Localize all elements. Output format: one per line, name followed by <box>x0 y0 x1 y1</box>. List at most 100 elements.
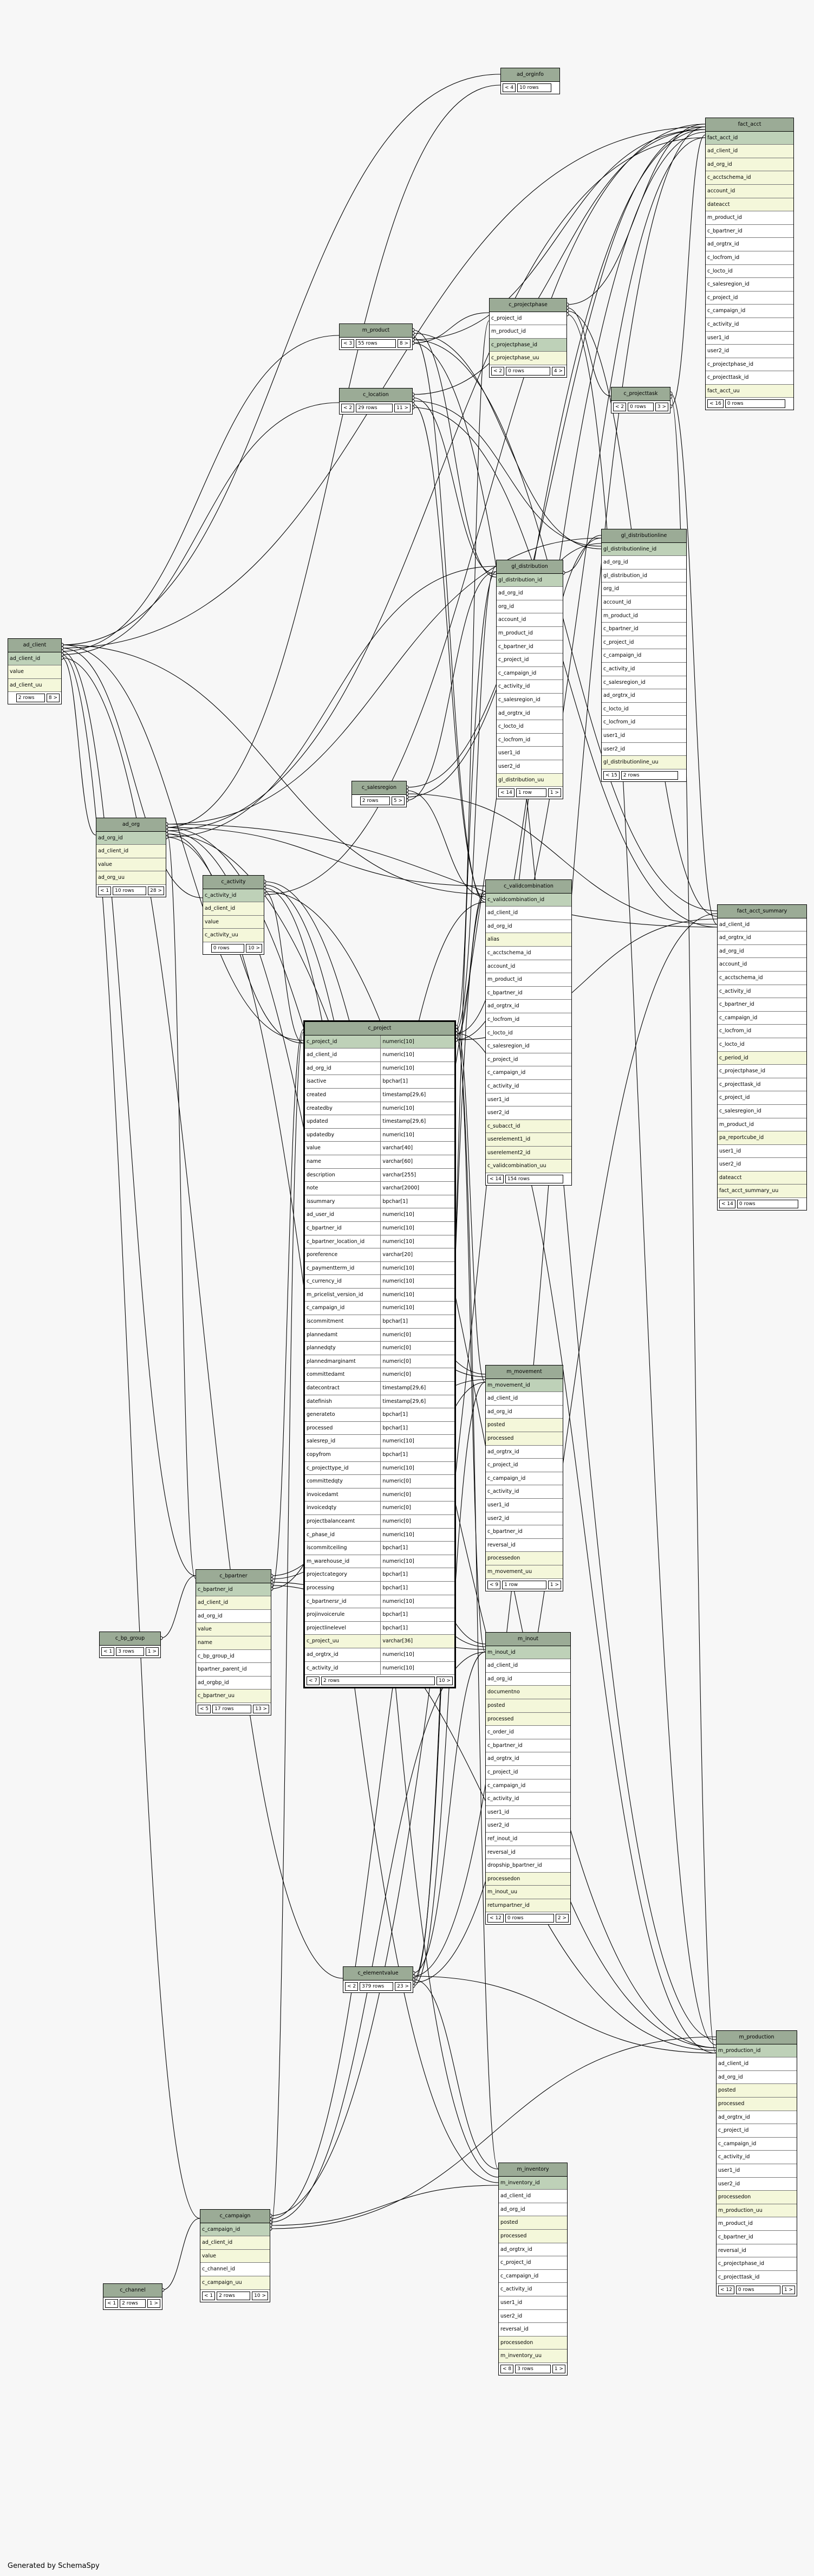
children-count[interactable]: 10 > <box>246 943 262 953</box>
table-title[interactable]: c_bp_group <box>100 1632 160 1646</box>
table-title[interactable]: c_elementvalue <box>343 1967 413 1980</box>
table-title[interactable]: m_product <box>340 324 412 338</box>
children-count[interactable]: 1 > <box>548 1580 561 1589</box>
parents-count[interactable]: < 16 <box>707 399 724 409</box>
column-type: numeric[10] <box>380 1048 453 1062</box>
children-count[interactable]: 8 > <box>397 339 411 348</box>
parents-count[interactable]: < 1 <box>101 1647 115 1656</box>
table-title[interactable]: c_validcombination <box>486 880 571 894</box>
table-title[interactable]: c_location <box>340 389 412 402</box>
parents-count[interactable]: < 9 <box>487 1580 501 1589</box>
parents-count[interactable]: < 14 <box>498 788 515 798</box>
parents-count[interactable]: < 15 <box>603 771 620 780</box>
children-count[interactable]: 3 > <box>655 402 668 411</box>
column-name: ad_client_id <box>487 1395 518 1402</box>
table-title[interactable]: c_salesregion <box>352 781 406 795</box>
parents-count[interactable]: < 1 <box>202 2291 216 2300</box>
column-name: c_projectphase_id <box>719 1068 766 1075</box>
parents-count[interactable]: < 8 <box>500 2364 514 2373</box>
table-title[interactable]: c_project <box>305 1022 454 1035</box>
parents-count[interactable]: < 2 <box>345 1982 359 1991</box>
column-name: invoicedamt <box>307 1491 338 1498</box>
parents-count[interactable]: < 12 <box>718 2286 734 2295</box>
children-count[interactable]: 10 > <box>437 1677 453 1686</box>
children-count[interactable]: 1 > <box>145 1647 159 1656</box>
column-type: numeric[10] <box>380 1435 453 1448</box>
children-count[interactable]: 8 > <box>46 694 60 703</box>
children-count[interactable]: 28 > <box>148 886 164 895</box>
children-count[interactable]: 10 > <box>252 2291 268 2300</box>
column-row: c_locfrom_id <box>497 733 563 747</box>
table-title[interactable]: ad_orginfo <box>501 68 559 82</box>
column-row: c_bpartner_id <box>602 623 686 636</box>
children-count[interactable]: 1 > <box>548 788 561 798</box>
table-title[interactable]: c_projecttask <box>611 387 670 401</box>
table-title[interactable]: m_movement <box>486 1365 563 1379</box>
table-title[interactable]: c_channel <box>103 2284 162 2297</box>
parents-count[interactable]: < 12 <box>487 1914 504 1923</box>
table-title[interactable]: c_projectphase <box>490 299 566 312</box>
table-title[interactable]: c_campaign <box>200 2210 270 2223</box>
children-count[interactable]: 1 > <box>782 2286 795 2295</box>
parents-count[interactable]: < 2 <box>491 366 505 376</box>
table-title[interactable]: ad_org <box>96 818 166 832</box>
table-title[interactable]: fact_acct_summary <box>718 905 806 918</box>
parents-count[interactable]: < 2 <box>341 403 355 412</box>
table-title[interactable]: gl_distributionline <box>602 529 686 543</box>
table-title[interactable]: fact_acct <box>706 118 793 132</box>
children-count[interactable]: 5 > <box>391 796 405 805</box>
column-row: m_product_id <box>602 609 686 623</box>
parents-count[interactable]: < 4 <box>503 83 516 92</box>
children-count[interactable]: 2 > <box>555 1914 569 1923</box>
table-title[interactable]: ad_client <box>8 639 61 652</box>
parents-count[interactable]: < 1 <box>105 2299 119 2308</box>
children-count[interactable]: 1 > <box>552 2364 565 2373</box>
children-count[interactable]: 1 > <box>147 2299 160 2308</box>
parents-count[interactable]: < 2 <box>613 402 627 411</box>
children-count[interactable]: 23 > <box>395 1982 411 1991</box>
parents-count[interactable]: < 7 <box>307 1677 320 1686</box>
table-title[interactable]: m_production <box>717 2031 797 2044</box>
table-title[interactable]: m_inventory <box>499 2163 567 2177</box>
table-title[interactable]: c_bpartner <box>196 1570 271 1583</box>
children-count[interactable]: 11 > <box>394 403 411 412</box>
table-title[interactable]: m_inout <box>486 1633 570 1646</box>
table-title[interactable]: gl_distribution <box>497 560 563 574</box>
parents-count[interactable]: < 5 <box>198 1704 211 1713</box>
column-row: ad_orgtrx_id <box>718 931 806 945</box>
column-row: c_projectphase_id <box>490 338 566 352</box>
children-count[interactable]: 13 > <box>253 1704 269 1713</box>
table-title[interactable]: c_activity <box>203 876 264 889</box>
parents-count[interactable]: < 1 <box>98 886 112 895</box>
children-count[interactable]: 4 > <box>551 366 565 376</box>
parents-count[interactable]: < 14 <box>487 1175 504 1184</box>
parents-count[interactable]: < 3 <box>341 339 355 348</box>
parents-count[interactable]: < 14 <box>719 1200 735 1209</box>
